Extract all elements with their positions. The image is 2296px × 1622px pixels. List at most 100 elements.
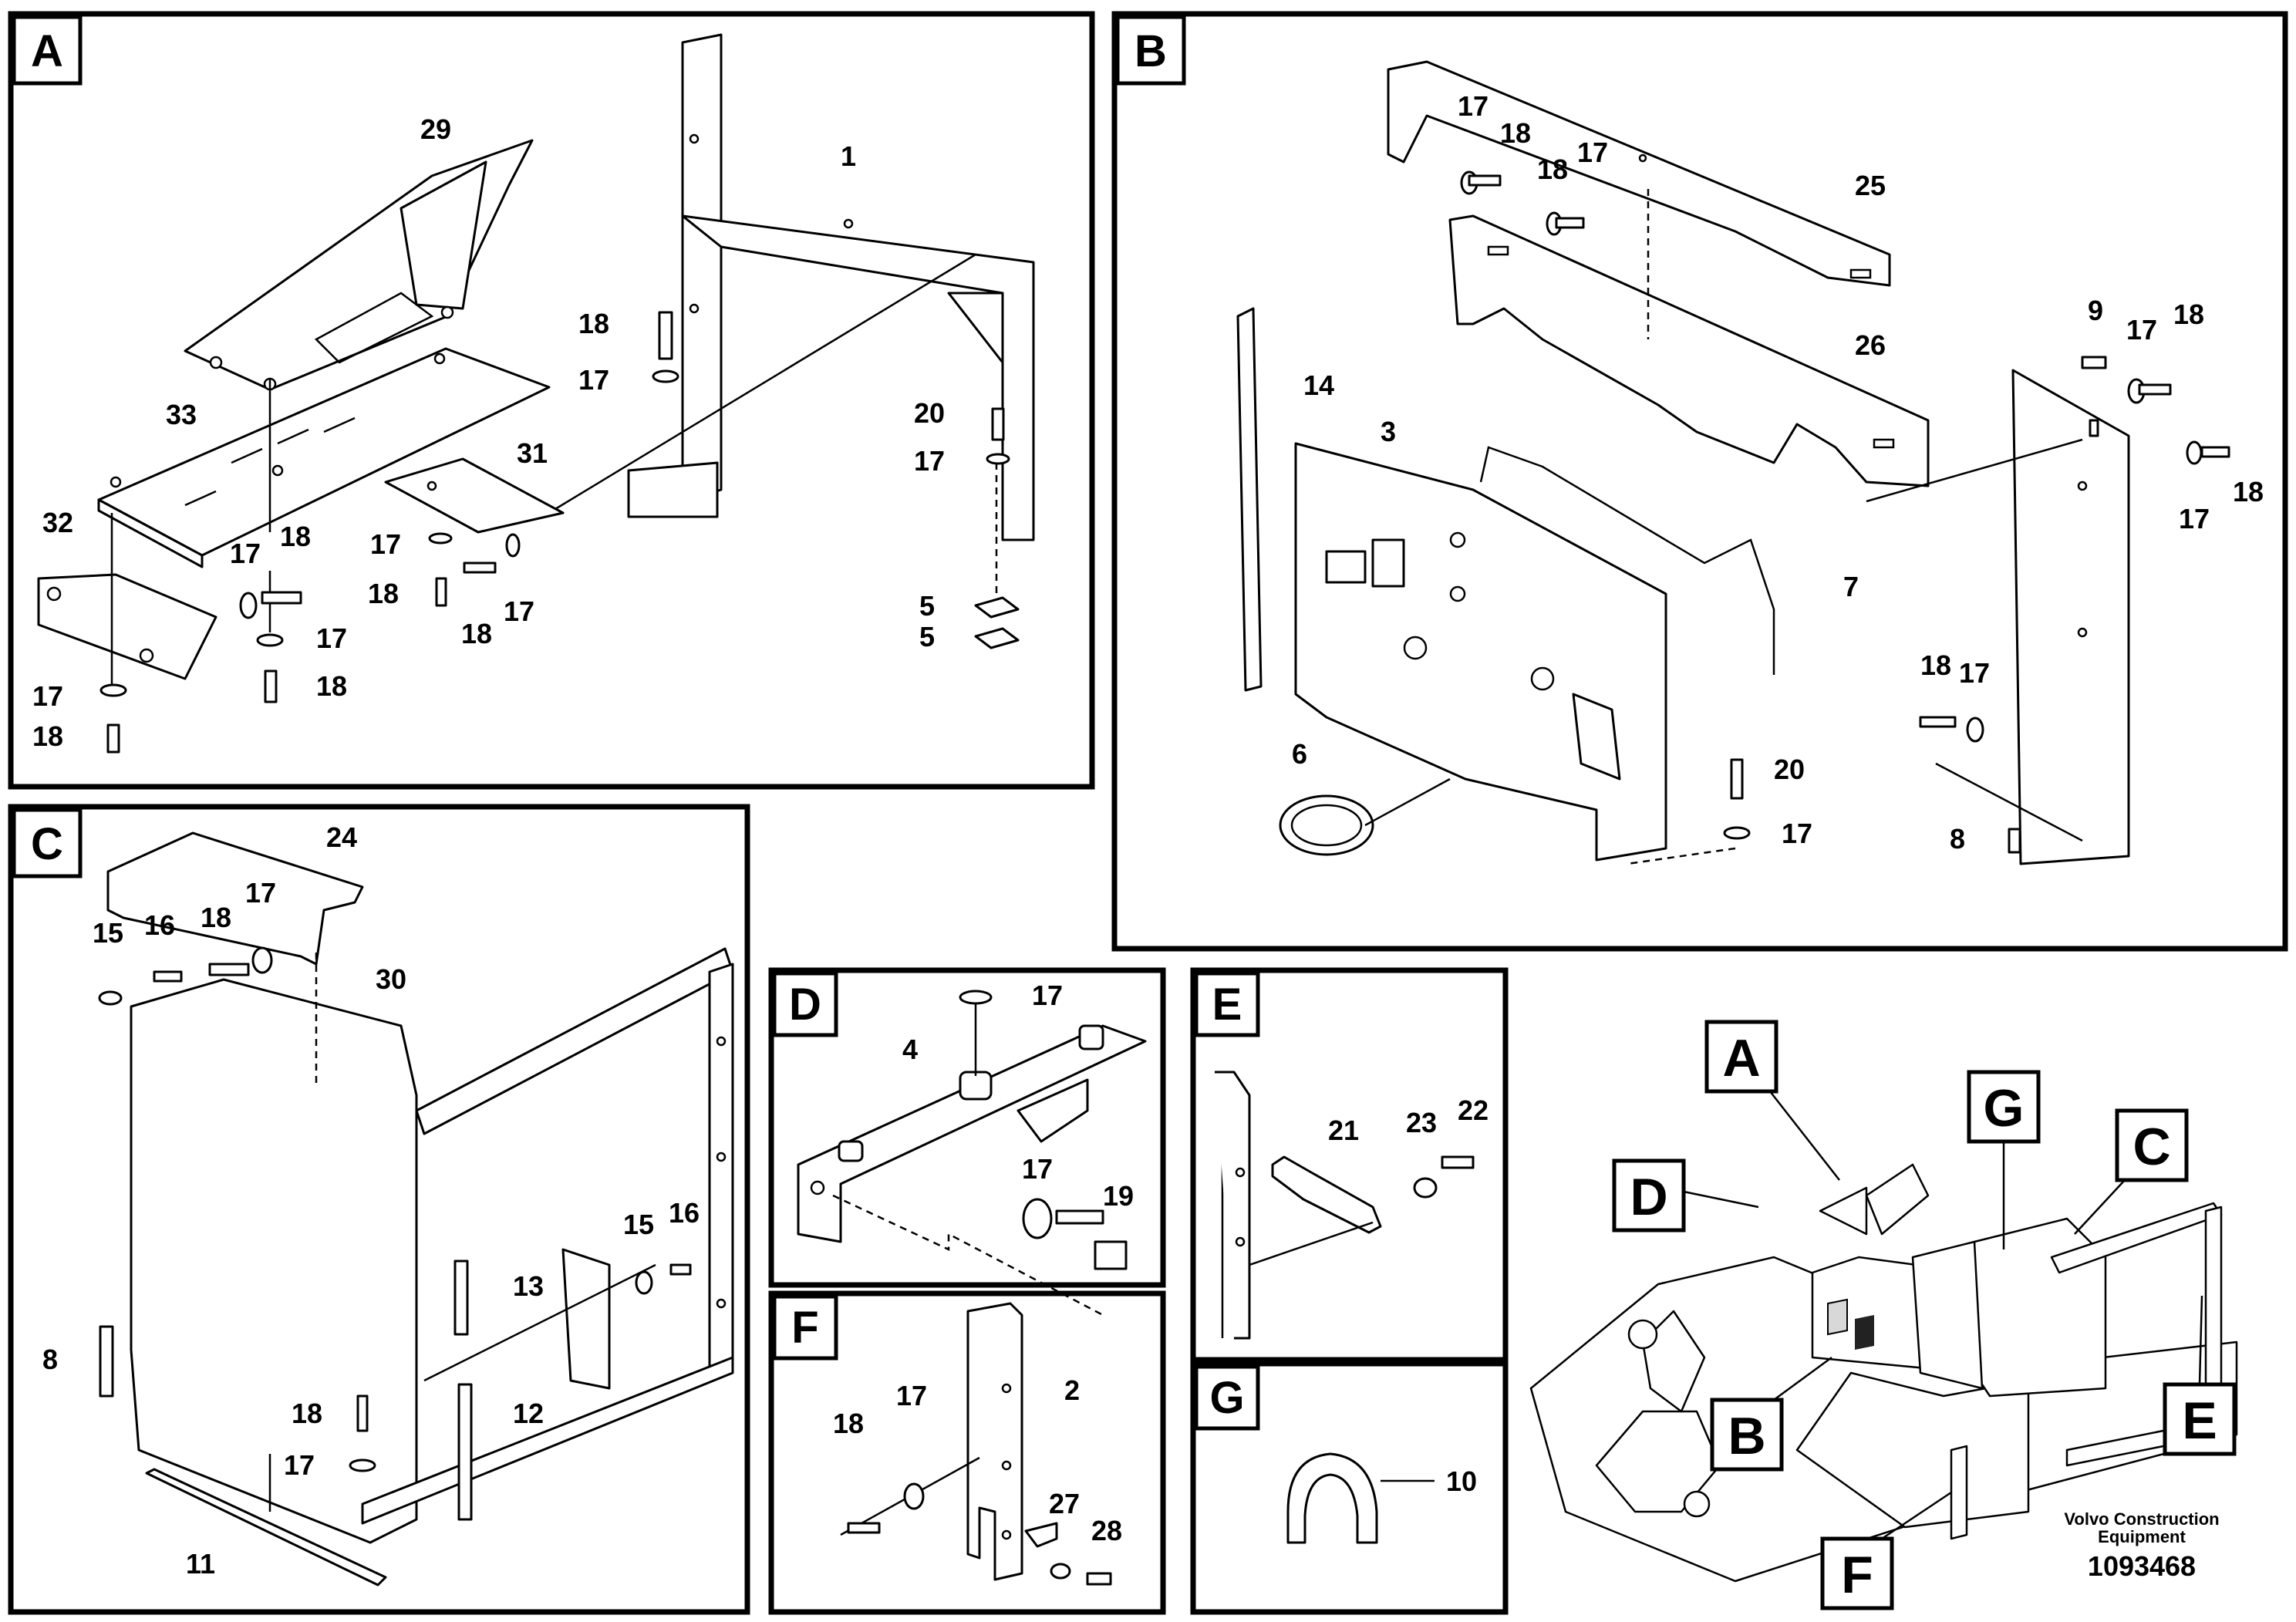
fasteners-c xyxy=(98,946,692,1472)
callout-c-30: 30 xyxy=(376,963,406,995)
callout-d-4: 4 xyxy=(902,1034,918,1065)
callout-b-17c: 17 xyxy=(2126,314,2157,346)
svg-text:B: B xyxy=(1728,1407,1765,1465)
callout-e-23: 23 xyxy=(1406,1107,1437,1138)
fasteners-d xyxy=(959,990,1128,1270)
part-tube-frame xyxy=(361,947,734,1525)
callout-a-1: 1 xyxy=(841,140,856,172)
part-8-strip xyxy=(99,1325,114,1398)
part-26-plate xyxy=(1448,214,1930,487)
callout-a-17: 17 xyxy=(578,364,609,396)
panel-e-tag-label: E xyxy=(1212,980,1242,1030)
callout-a-17e: 17 xyxy=(504,595,534,627)
callout-c-24: 24 xyxy=(326,821,357,853)
part-2-bracket xyxy=(966,1302,1023,1581)
callout-c-16: 16 xyxy=(144,909,175,941)
part-4-bracket xyxy=(797,1024,1147,1243)
callout-b-17: 17 xyxy=(1458,90,1489,122)
drawing-number: 1093468 xyxy=(2088,1550,2196,1582)
callout-a-18d: 18 xyxy=(461,618,492,649)
callout-a-18: 18 xyxy=(578,308,609,339)
panel-g-frame xyxy=(1190,1361,1509,1615)
callout-c-11: 11 xyxy=(186,1548,215,1580)
callout-b-18d: 18 xyxy=(2233,476,2264,508)
callout-d-19: 19 xyxy=(1103,1180,1134,1212)
part-1-frame xyxy=(627,33,1035,541)
svg-text:A: A xyxy=(1722,1029,1760,1088)
part-29-bracket xyxy=(184,139,534,391)
panel-f-tag-label: F xyxy=(791,1303,818,1353)
panel-e-tag xyxy=(1194,971,1260,1037)
callout-b-18b: 18 xyxy=(1537,153,1568,185)
callout-c-15b: 15 xyxy=(623,1209,654,1240)
part-25-bracket xyxy=(1387,60,1891,287)
svg-text:C: C xyxy=(2132,1118,2170,1176)
callout-b-17b: 17 xyxy=(1577,137,1608,168)
callout-c-16b: 16 xyxy=(669,1197,700,1229)
callout-f-2: 2 xyxy=(1064,1374,1080,1406)
callout-b-26: 26 xyxy=(1855,329,1886,361)
panel-g-tag xyxy=(1194,1364,1260,1431)
footer: Volvo Construction Equipment 1093468 xyxy=(2064,1509,2219,1582)
brand-line-2: Equipment xyxy=(2098,1527,2186,1546)
callout-d-17b: 17 xyxy=(1022,1153,1053,1185)
callout-f-17: 17 xyxy=(896,1380,927,1411)
callout-b-18e: 18 xyxy=(1920,649,1951,681)
part-13-strip xyxy=(453,1259,469,1336)
callout-a-17b: 17 xyxy=(914,445,945,477)
part-21-bracket xyxy=(1271,1155,1382,1234)
panel-c: C xyxy=(8,804,750,1615)
callout-a-32: 32 xyxy=(42,507,73,538)
callout-b-25: 25 xyxy=(1855,170,1886,201)
part-30-panel xyxy=(130,978,418,1544)
svg-text:D: D xyxy=(1630,1168,1667,1226)
callout-b-17e: 17 xyxy=(1959,657,1990,689)
panel-a-tag-label: A xyxy=(31,26,63,76)
callout-e-22: 22 xyxy=(1458,1094,1489,1126)
part-12-strip xyxy=(457,1383,473,1521)
callout-e-21: 21 xyxy=(1328,1114,1359,1146)
panel-f-tag xyxy=(772,1294,838,1361)
callout-a-17c: 17 xyxy=(230,538,261,569)
part-bracket-c xyxy=(561,1248,611,1390)
callout-b-17f: 17 xyxy=(1782,818,1812,849)
callout-c-18b: 18 xyxy=(292,1398,322,1429)
callout-c-15: 15 xyxy=(93,917,123,949)
callout-a-33: 33 xyxy=(166,399,197,430)
part-24-cover xyxy=(106,831,364,966)
callout-c-17b: 17 xyxy=(284,1449,315,1481)
part-3-panel xyxy=(1294,442,1667,862)
callout-c-13: 13 xyxy=(513,1270,544,1302)
callout-b-18c: 18 xyxy=(2173,298,2204,330)
callout-g-10: 10 xyxy=(1446,1465,1477,1497)
callout-a-18c: 18 xyxy=(368,578,399,609)
panel-b: B xyxy=(1111,11,2288,952)
callout-f-18: 18 xyxy=(833,1408,864,1439)
fasteners-b xyxy=(1460,170,2230,840)
part-32-bracket xyxy=(37,573,217,680)
panel-a: A xyxy=(8,11,1095,790)
callout-a-31: 31 xyxy=(517,437,548,469)
part-side-panel xyxy=(2011,369,2130,865)
part-frame-post-e xyxy=(1215,1071,1251,1340)
callout-d-17: 17 xyxy=(1032,980,1063,1011)
panel-e-frame xyxy=(1190,967,1509,1363)
svg-text:G: G xyxy=(1984,1079,2025,1138)
callout-b-3: 3 xyxy=(1381,416,1396,447)
panel-a-frame xyxy=(8,11,1095,790)
callout-a-5: 5 xyxy=(919,590,935,622)
callout-b-9: 9 xyxy=(2088,295,2103,326)
part-6-grille xyxy=(1279,794,1374,856)
callout-c-12: 12 xyxy=(513,1398,544,1429)
callout-f-27: 27 xyxy=(1049,1488,1080,1519)
panel-g: G 10 xyxy=(1190,1361,1509,1615)
callout-b-6: 6 xyxy=(1292,738,1307,770)
panel-c-tag xyxy=(12,808,83,878)
panel-b-tag xyxy=(1115,15,1186,86)
callout-b-7: 7 xyxy=(1843,571,1859,602)
part-27-clip xyxy=(1024,1522,1058,1548)
callout-a-18b: 18 xyxy=(280,521,311,552)
brand-line-1: Volvo Construction xyxy=(2064,1509,2219,1529)
callout-a-20: 20 xyxy=(914,397,945,429)
